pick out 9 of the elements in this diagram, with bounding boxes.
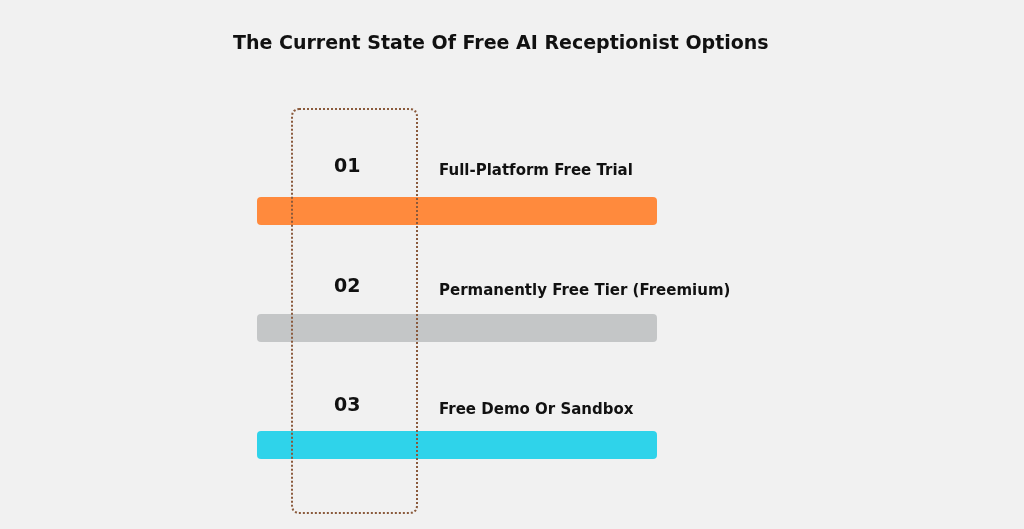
title: The Current State Of Free AI Receptionist Options (233, 31, 769, 53)
step-number: 01 (334, 154, 361, 176)
option-bar (257, 431, 657, 459)
option-title: Full-Platform Free Trial (439, 161, 633, 179)
step-number: 03 (334, 393, 361, 415)
step-number: 02 (334, 274, 361, 296)
option-bar (257, 314, 657, 342)
option-title: Free Demo Or Sandbox (439, 400, 634, 418)
option-bar (257, 197, 657, 225)
